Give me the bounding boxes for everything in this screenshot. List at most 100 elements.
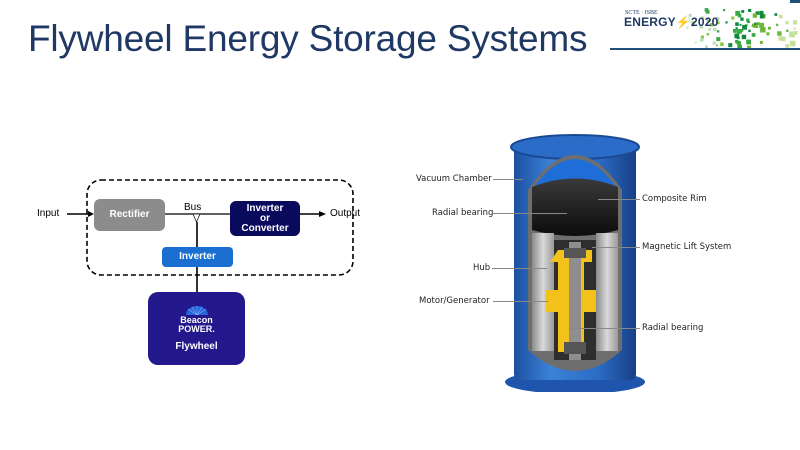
logo-pixel xyxy=(701,35,704,39)
logo-pixel xyxy=(793,20,798,25)
system-boundary xyxy=(86,179,354,276)
logo-pixel xyxy=(708,28,711,31)
logo-pixel xyxy=(747,20,750,24)
logo-pixel xyxy=(746,18,750,22)
logo-pixel xyxy=(754,22,757,25)
logo-pixel xyxy=(777,31,782,36)
logo-pixel xyxy=(723,9,726,12)
logo-pixel xyxy=(752,13,758,18)
logo-pixel xyxy=(705,45,708,49)
logo-pixel xyxy=(755,11,758,15)
logo-pixel xyxy=(741,34,747,40)
logo-pixel xyxy=(785,44,790,48)
logo-pixel xyxy=(737,44,742,50)
logo-pixel xyxy=(691,21,695,24)
callout-vacuum-chamber: Vacuum Chamber xyxy=(416,174,492,184)
slide-title: Flywheel Energy Storage Systems xyxy=(28,18,588,59)
composite-rim xyxy=(532,178,618,236)
callout-line xyxy=(598,199,640,200)
lower-radial-bearing xyxy=(564,342,586,354)
logo-pixel xyxy=(759,10,764,15)
logo-pixel xyxy=(735,10,741,16)
logo-pixel xyxy=(700,38,704,42)
callout-radial-bearing-bottom: Radial bearing xyxy=(642,323,704,333)
input-label: Input xyxy=(37,208,60,219)
logo-brand-energy: ENERGY xyxy=(624,15,676,29)
upper-radial-bearing xyxy=(564,248,586,258)
logo-pixel xyxy=(716,21,720,25)
logo-pixel xyxy=(739,23,742,26)
logo-pixel xyxy=(691,23,695,27)
output-label: Output xyxy=(330,208,361,219)
logo-pixel xyxy=(760,27,766,33)
logo-pixel xyxy=(753,23,759,28)
right-stator xyxy=(596,233,618,351)
output-arrowhead xyxy=(319,211,326,217)
logo-pixel xyxy=(705,9,710,14)
bus-label: Bus xyxy=(184,202,202,213)
logo-pixel xyxy=(699,24,704,29)
logo-pixel xyxy=(688,19,691,23)
logo-pixel xyxy=(715,44,718,47)
logo-pixel xyxy=(712,41,716,45)
callout-line xyxy=(592,247,640,248)
logo-pixel xyxy=(704,8,709,12)
logo-pixel xyxy=(686,26,689,30)
logo-pixel xyxy=(759,13,765,19)
logo-pixel xyxy=(789,31,795,38)
logo-pixel xyxy=(742,24,747,30)
corner-accent-bar xyxy=(790,0,800,3)
inverter-converter-line1: Inverter xyxy=(246,202,284,214)
logo-pixel xyxy=(766,32,770,36)
logo-pixel xyxy=(710,23,714,27)
logo-pixel xyxy=(687,17,690,20)
logo-pixel xyxy=(737,29,742,34)
callout-hub: Hub xyxy=(473,263,491,273)
rectifier-block: Rectifier xyxy=(94,199,165,231)
logo-pixel xyxy=(694,41,697,44)
logo-pixel xyxy=(737,13,742,18)
logo-pixel xyxy=(793,27,796,30)
logo-pixel xyxy=(760,41,763,44)
logo-pixel xyxy=(733,28,737,33)
logo-pixel xyxy=(715,17,720,21)
logo-pixel xyxy=(774,13,778,16)
logo-pixel xyxy=(751,24,754,28)
inverter-converter-block: Inverter or Converter xyxy=(230,201,300,236)
logo-pixel xyxy=(785,21,789,25)
left-stator xyxy=(532,233,554,351)
beacon-brand-line1: Beacon xyxy=(180,314,213,325)
logo-pixel xyxy=(768,26,771,30)
logo-pixel xyxy=(731,16,735,20)
callout-composite-rim: Composite Rim xyxy=(642,194,707,204)
inverter-block: Inverter xyxy=(162,247,233,267)
lightning-bolt-icon: ⚡ xyxy=(675,15,692,29)
callout-line xyxy=(492,268,547,269)
header-divider xyxy=(610,48,800,50)
inverter-converter-line3: Converter xyxy=(241,222,289,234)
callout-line xyxy=(493,301,548,302)
bus-junction-icon xyxy=(192,213,201,223)
logo-pixel xyxy=(748,29,751,32)
logo-pixel xyxy=(716,37,721,42)
logo-pixel xyxy=(701,16,704,20)
logo-pixel xyxy=(775,23,779,27)
logo-pixel xyxy=(740,17,744,21)
logo-pixel xyxy=(720,42,724,46)
logo-pixel xyxy=(756,22,760,26)
logo-pixel xyxy=(688,13,692,17)
logo-pixel xyxy=(747,45,752,50)
callout-line xyxy=(570,328,640,329)
beacon-power-logo-icon xyxy=(185,305,208,315)
logo-brand-year: 2020 xyxy=(691,15,719,29)
logo-pixel xyxy=(728,43,733,48)
flywheel-label: Flywheel xyxy=(175,340,218,352)
callout-magnetic-lift-system: Magnetic Lift System xyxy=(642,242,732,252)
logo-pixel xyxy=(734,33,740,39)
logo-pixel xyxy=(786,29,789,32)
logo-pixel xyxy=(725,21,728,24)
logo-pixel xyxy=(781,36,786,42)
callout-motor-generator: Motor/Generator xyxy=(419,296,490,306)
logo-pixel xyxy=(746,39,751,45)
logo-pixel xyxy=(706,33,710,36)
